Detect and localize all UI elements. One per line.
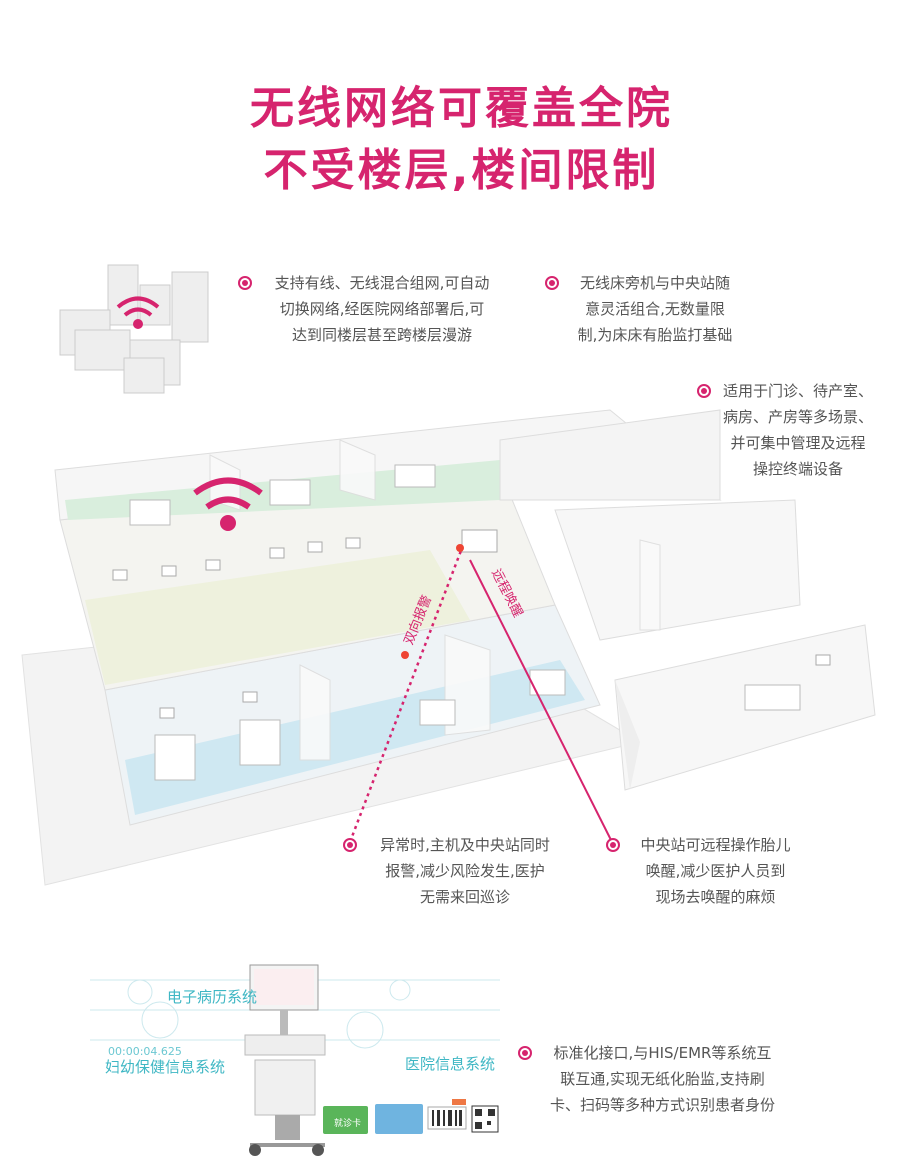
bullet-icon — [606, 838, 620, 852]
city-buildings-icon — [59, 264, 209, 394]
callout-flexible-combo: 无线床旁机与中央站随意灵活组合,无数量限制,为床床有胎监打基础 — [577, 274, 733, 344]
card-label: 就诊卡 — [334, 1119, 362, 1129]
bullet-icon — [238, 276, 252, 290]
title-line-1: 无线网络可覆盖全院 — [250, 83, 673, 134]
emr-system-label: 电子病历系统 — [167, 988, 258, 1006]
callout-scenarios: 适用于门诊、待产室、病房、产房等多场景、并可集中管理及远程操控终端设备 — [722, 382, 873, 478]
wifi-icon-small — [116, 296, 160, 329]
maternal-system-label: 妇幼保健信息系统 — [105, 1058, 226, 1076]
callout-alarm: 异常时,主机及中央站同时报警,减少风险发生,医护无需来回巡诊 — [380, 836, 550, 906]
timer-label: 00:00:04.625 — [108, 1045, 182, 1058]
wakeup-line — [469, 559, 613, 843]
bullet-icon — [697, 384, 711, 398]
callout-interface: 标准化接口,与HIS/EMR等系统互联互通,实现无纸化胎监,支持刷卡、扫码等多种… — [549, 1044, 775, 1114]
bullet-icon — [343, 838, 357, 852]
callout-hybrid-network: 支持有线、无线混合组网,可自动切换网络,经医院网络部署后,可达到同楼层甚至跨楼层… — [274, 274, 490, 344]
his-system-label: 医院信息系统 — [405, 1055, 496, 1073]
title-line-2: 不受楼层,楼间限制 — [263, 145, 660, 196]
bullet-icon — [545, 276, 559, 290]
wifi-icon-large — [193, 477, 263, 531]
callout-wakeup: 中央站可远程操作胎儿唤醒,减少医护人员到现场去唤醒的麻烦 — [640, 836, 791, 906]
bullet-icon — [518, 1046, 532, 1060]
